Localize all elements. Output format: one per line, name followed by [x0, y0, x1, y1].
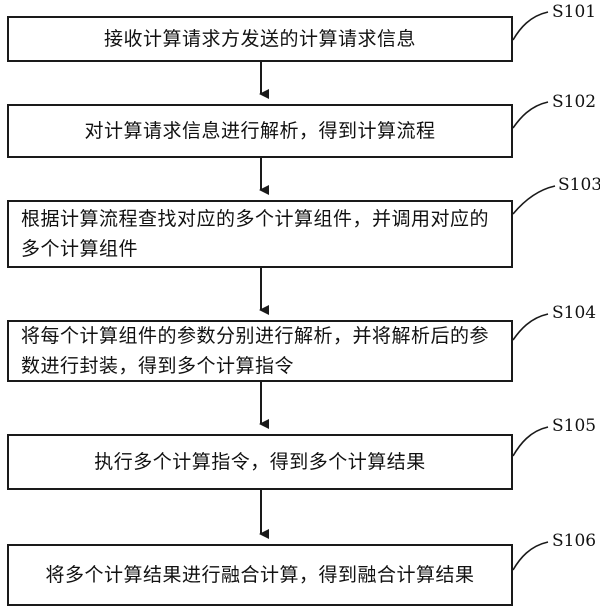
- step-box-s104: 将每个计算组件的参数分别进行解析，并将解析后的参数进行封装，得到多个计算指令: [7, 320, 513, 382]
- step-id-s104: S104: [552, 303, 597, 323]
- step-text-s102: 对计算请求信息进行解析，得到计算流程: [84, 120, 436, 142]
- step-id-s105: S105: [552, 416, 597, 436]
- step-text-s101: 接收计算请求方发送的计算请求信息: [103, 28, 416, 50]
- step-leader-s106: [512, 541, 549, 571]
- step-leader-s102: [512, 101, 549, 129]
- step-leader-s104: [512, 313, 549, 341]
- step-id-s103: S103: [558, 175, 600, 195]
- step-text-s105: 执行多个计算指令，得到多个计算结果: [94, 451, 426, 473]
- step-leader-s105: [512, 426, 549, 457]
- step-box-s101: 接收计算请求方发送的计算请求信息: [7, 16, 513, 62]
- step-box-s105: 执行多个计算指令，得到多个计算结果: [7, 434, 513, 490]
- step-leader-s103: [512, 185, 556, 215]
- step-box-s102: 对计算请求信息进行解析，得到计算流程: [7, 104, 513, 158]
- step-id-s102: S102: [552, 92, 597, 112]
- step-id-s101: S101: [552, 2, 597, 22]
- step-id-s106: S106: [552, 531, 597, 551]
- step-box-s106: 将多个计算结果进行融合计算，得到融合计算结果: [7, 544, 513, 606]
- step-text-s104: 将每个计算组件的参数分别进行解析，并将解析后的参数进行封装，得到多个计算指令: [21, 325, 490, 377]
- step-text-s106: 将多个计算结果进行融合计算，得到融合计算结果: [45, 564, 475, 586]
- step-leader-s101: [512, 11, 549, 41]
- step-box-s103: 根据计算流程查找对应的多个计算组件，并调用对应的多个计算组件: [7, 200, 513, 268]
- step-text-s103: 根据计算流程查找对应的多个计算组件，并调用对应的多个计算组件: [21, 208, 490, 260]
